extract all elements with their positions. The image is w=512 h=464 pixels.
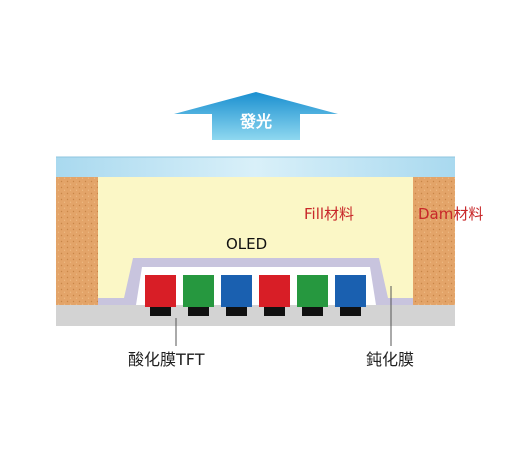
tft-block <box>340 307 361 316</box>
tft-block <box>302 307 323 316</box>
tft-row <box>150 307 361 316</box>
passivation-label: 鈍化膜 <box>366 350 415 369</box>
fill-material-label: Fill材料 <box>304 205 355 223</box>
pixel-red <box>259 275 290 307</box>
pixel-green <box>183 275 214 307</box>
pixel-blue <box>335 275 366 307</box>
pixel-red <box>145 275 176 307</box>
dam-right <box>413 177 455 305</box>
tft-block <box>226 307 247 316</box>
pixel-green <box>297 275 328 307</box>
cover-glass <box>56 157 455 177</box>
tft-block <box>264 307 285 316</box>
pixel-row <box>145 275 366 307</box>
tft-label: 酸化膜TFT <box>128 350 205 369</box>
oled-label: OLED <box>226 235 268 253</box>
light-arrow <box>174 92 338 140</box>
tft-block <box>188 307 209 316</box>
emit-light-label: 發光 <box>239 112 272 131</box>
dam-left <box>56 177 98 305</box>
tft-block <box>150 307 171 316</box>
substrate <box>56 305 455 326</box>
dam-material-label: Dam材料 <box>418 205 484 223</box>
pixel-blue <box>221 275 252 307</box>
